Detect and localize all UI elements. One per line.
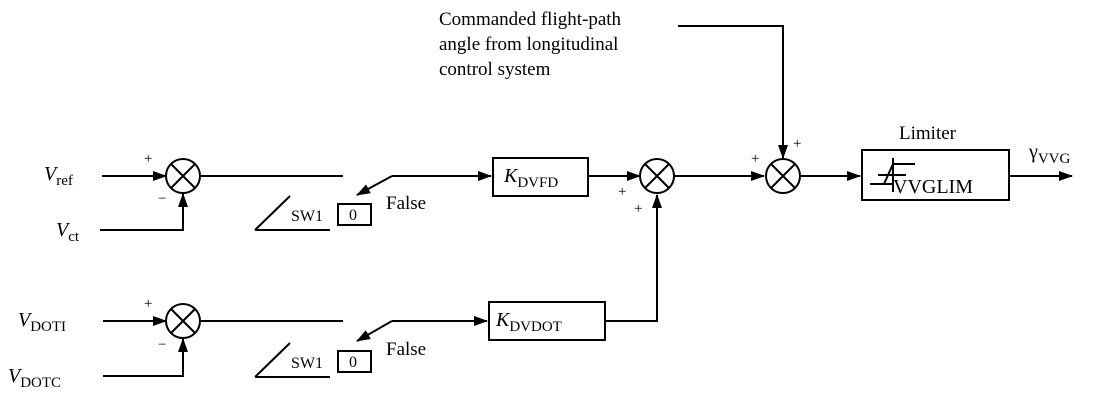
gain-kdvdot-box (488, 301, 606, 341)
switch-top-constant: 0 (349, 207, 357, 224)
gain-kdvfd-label: KDVFD (503, 165, 558, 191)
switch-bottom-constant: 0 (349, 354, 357, 371)
limiter-title: Limiter (899, 123, 957, 144)
annotation-arrow (678, 25, 788, 159)
annotation-line-1: Commanded flight-path (439, 9, 622, 30)
sign-plus: + (144, 296, 152, 312)
switch-top-arm (356, 175, 393, 196)
switch-top-false: False (386, 193, 426, 214)
sign-plus: + (144, 151, 152, 167)
vct-label: Vct (56, 219, 80, 245)
vct-line (100, 193, 188, 231)
sign-minus: − (158, 337, 166, 353)
limiter-label: VVGLIM (893, 176, 973, 198)
switch-bottom-label: SW1 (291, 355, 323, 372)
switch-bottom-constant-box (337, 350, 372, 373)
limiter-icon (870, 158, 915, 192)
vdotc-label: VDOTC (8, 365, 61, 391)
sum-junction-4 (165, 303, 201, 339)
switch-top-constant-box (337, 203, 372, 226)
sum-junction-1 (165, 158, 201, 194)
kdvdot-output (605, 194, 662, 322)
switch-top (254, 195, 330, 231)
sum-junction-2 (639, 158, 675, 194)
sign-plus: + (618, 184, 626, 200)
switch-bottom-false: False (386, 339, 426, 360)
sign-plus: + (793, 136, 801, 152)
annotation-line-3: control system (439, 59, 551, 80)
sign-minus: − (158, 191, 166, 207)
output-label: γVVG (1028, 141, 1071, 167)
sign-plus: + (751, 151, 759, 167)
switch-bottom (254, 342, 330, 378)
sum-junction-3 (765, 158, 801, 194)
switch-top-label: SW1 (291, 208, 323, 225)
annotation-line-2: angle from longitudinal (439, 34, 618, 55)
limiter-box (861, 149, 1010, 201)
sign-plus: + (634, 201, 642, 217)
switch-bottom-arm (356, 320, 393, 342)
vdotc-line (103, 338, 188, 377)
vdoti-label: VDOTI (18, 309, 66, 335)
vref-label: Vref (44, 163, 73, 189)
gain-kdvdot-label: KDVDOT (495, 309, 562, 335)
